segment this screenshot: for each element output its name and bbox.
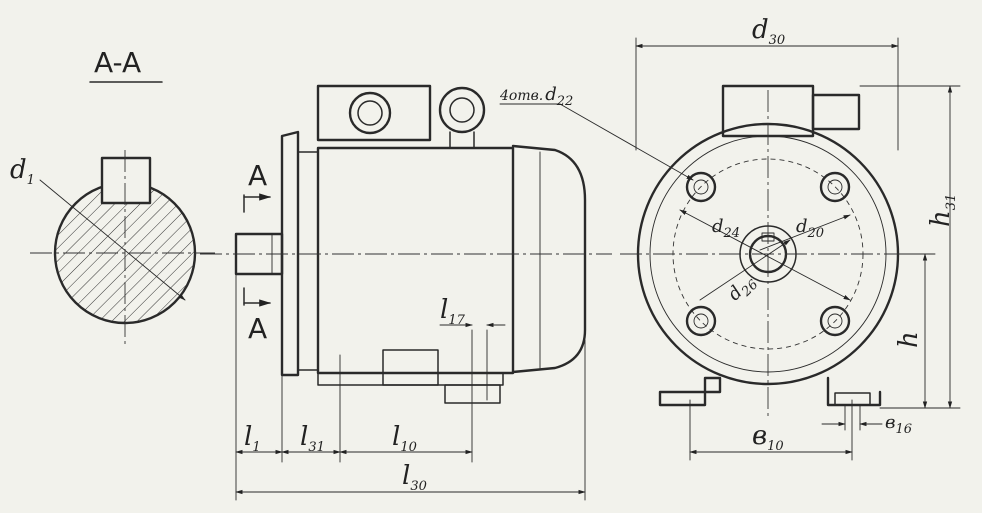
- section-arrow-letter-top: A: [248, 159, 267, 192]
- key-background: [102, 158, 150, 203]
- rear-end-cap: [511, 144, 587, 374]
- l17-label: l17: [440, 295, 466, 328]
- terminal-box: [316, 84, 432, 142]
- b16-label: в16: [885, 412, 912, 437]
- d26-dimension-line: [699, 239, 791, 301]
- l30-label: l30: [402, 461, 427, 494]
- section-a-a: A-A d1: [10, 46, 215, 345]
- lifting-eye-inner: [449, 97, 475, 123]
- cable-gland-outer: [348, 91, 392, 135]
- h-label: h: [894, 331, 924, 348]
- bolt-hole-tr: [819, 171, 851, 203]
- d30-label: d30: [752, 15, 785, 48]
- bolt-holes: [685, 171, 851, 337]
- l1-label: l1: [244, 422, 261, 455]
- d22-label: 4отв.d22: [499, 84, 573, 109]
- foot-right-hatch: [834, 392, 871, 406]
- section-title: A-A: [94, 46, 141, 79]
- front-cable-gland: [811, 93, 861, 131]
- foot-left: [658, 376, 722, 407]
- d20-label: d20: [796, 216, 824, 241]
- front-view: d30 4отв.d22 d24 d20 d26 h31 h в10 в16: [499, 15, 961, 461]
- b10-label: в10: [752, 421, 784, 454]
- lifting-eye-outer: [438, 86, 486, 134]
- l10-label: l10: [392, 422, 417, 455]
- d22-leader: [559, 103, 694, 181]
- section-arrow-letter-bottom: A: [248, 312, 267, 345]
- d24-dimension-line: [679, 209, 851, 301]
- bolt-hole-bl: [685, 305, 717, 337]
- d24-label: d24: [712, 216, 740, 241]
- d26-label: d26: [724, 270, 762, 308]
- foot-boss: [382, 349, 439, 386]
- foot-right: [826, 376, 882, 407]
- bolt-hole-tl: [685, 171, 717, 203]
- side-view: A A l1 l31 l10 l17 l30: [200, 84, 612, 501]
- l31-label: l31: [300, 422, 325, 455]
- foot-base: [317, 372, 504, 386]
- d20-dimension-line: [759, 214, 851, 251]
- d1-leader: [39, 179, 186, 301]
- foot-section-hatch: [444, 384, 501, 404]
- shaft-key: [100, 156, 152, 205]
- bolt-hole-br: [819, 305, 851, 337]
- motor-body: [316, 146, 515, 375]
- d1-label: d1: [10, 155, 35, 188]
- cable-gland-inner: [357, 100, 383, 126]
- front-flange: [280, 130, 300, 377]
- h31-label: h31: [926, 194, 959, 227]
